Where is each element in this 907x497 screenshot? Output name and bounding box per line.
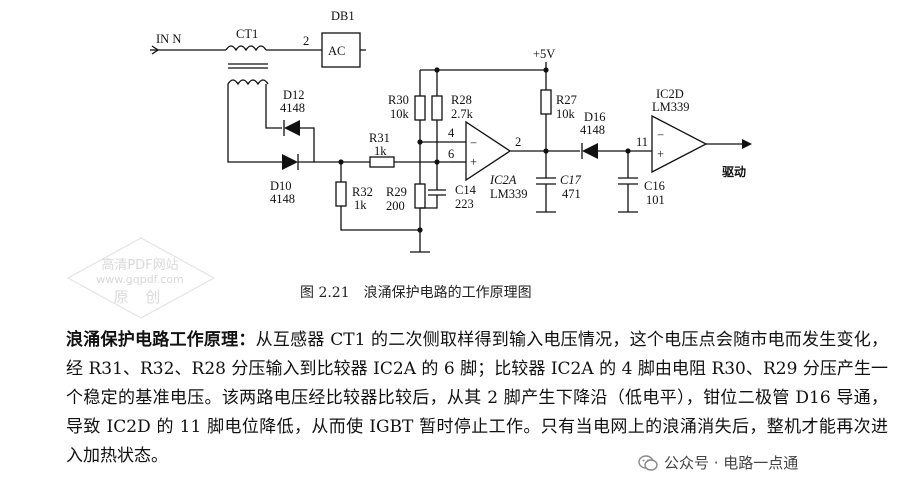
label-ic2a-val: LM339: [490, 187, 528, 201]
label-d10-val: 4148: [270, 192, 295, 206]
wire-d12: [300, 127, 315, 162]
c14-capacitor: [420, 162, 446, 209]
label-pin2: 2: [515, 135, 521, 149]
c17-capacitor: [536, 151, 556, 213]
wire-r32: [340, 162, 420, 231]
d10-diode: [282, 154, 298, 170]
label-c17-val: 471: [562, 187, 581, 201]
ic2a-comparator: [465, 120, 512, 182]
d16-diode: [582, 143, 598, 159]
ct1-core: [228, 63, 268, 69]
label-r31-val: 1k: [374, 144, 387, 158]
body-paragraph: 浪涌保护电路工作原理：从互感器 CT1 的二次侧取样得到输入电压情况，这个电压点…: [66, 326, 888, 471]
label-r32-val: 1k: [354, 198, 367, 212]
surge-protection-schematic: IN N CT1 DB1 2 AC D12 4148 D10 4148 R31 …: [150, 9, 752, 253]
paragraph-text: 从互感器 CT1 的二次侧取样得到输入电压情况，这个电压点会随市电而发生变化，经…: [66, 330, 889, 466]
label-r32: R32: [352, 185, 373, 199]
r28-resistor: [431, 95, 443, 121]
label-r29-val: 200: [386, 199, 405, 213]
label-db1-pin: 2: [303, 34, 309, 48]
label-r30: R30: [388, 93, 409, 107]
r32-resistor: [335, 181, 347, 207]
label-db1: DB1: [331, 9, 355, 23]
paragraph-lead: 浪涌保护电路工作原理：: [66, 330, 256, 350]
watermark-original: 原 创: [113, 288, 167, 306]
label-r27: R27: [556, 93, 577, 107]
label-d10: D10: [270, 179, 292, 193]
badge-text: 公众号 · 电路一点通: [664, 454, 799, 472]
label-r31: R31: [369, 131, 390, 145]
ic2a-minus: −: [470, 136, 477, 150]
junction-ground: [417, 227, 423, 233]
output-arrow: [742, 139, 752, 149]
label-output: 驱动: [722, 165, 746, 179]
c16-capacitor: [618, 151, 638, 213]
label-r29: R29: [386, 185, 407, 199]
label-c16: C16: [644, 179, 665, 193]
label-ic2d-val: LM339: [652, 100, 690, 114]
figure-number: 图 2.21: [300, 285, 350, 301]
label-d16-val: 4148: [580, 123, 605, 137]
label-ct1: CT1: [236, 27, 258, 41]
label-r30-val: 10k: [390, 107, 410, 121]
ic2a-plus: +: [470, 155, 477, 169]
r30-resistor: [414, 95, 426, 121]
label-pin11: 11: [636, 135, 648, 149]
ic2d-plus: +: [657, 147, 664, 161]
label-d12: D12: [283, 88, 305, 102]
figure-title: 浪涌保护电路的工作原理图: [363, 285, 532, 301]
label-r27-val: 10k: [556, 107, 576, 121]
r29-resistor: [414, 183, 426, 209]
ct1-primary-coil: [225, 45, 267, 52]
ic2d-comparator: [651, 114, 708, 174]
label-d12-val: 4148: [280, 101, 305, 115]
label-r28: R28: [451, 93, 472, 107]
label-d16: D16: [584, 110, 606, 124]
wechat-badge: 公众号 · 电路一点通: [634, 451, 803, 474]
label-c17: C17: [560, 173, 582, 187]
wechat-icon: [638, 454, 658, 471]
figure-caption: 图 2.21 浪涌保护电路的工作原理图: [300, 282, 546, 302]
junction-pin4: [417, 139, 423, 145]
label-db1-ac: AC: [328, 44, 345, 58]
ic2d-minus: −: [657, 128, 664, 142]
ct1-secondary-coil: [227, 79, 269, 86]
label-in-n: IN N: [156, 32, 181, 46]
junction-vcc: [543, 67, 549, 73]
label-c16-val: 101: [646, 193, 665, 207]
wire-secondary-right: [265, 84, 282, 129]
d12-diode: [284, 120, 300, 136]
label-pin6: 6: [448, 147, 454, 161]
r27-resistor: [540, 89, 552, 115]
label-c14-val: 223: [455, 197, 474, 211]
label-c14: C14: [455, 183, 477, 197]
label-ic2a: IC2A: [489, 173, 517, 187]
label-vcc: +5V: [533, 47, 555, 61]
label-pin4: 4: [448, 126, 455, 140]
label-ic2d: IC2D: [656, 87, 684, 101]
r31-resistor: [369, 156, 395, 168]
label-r28-val: 2.7k: [451, 107, 474, 121]
wire-secondary-left: [227, 84, 268, 163]
